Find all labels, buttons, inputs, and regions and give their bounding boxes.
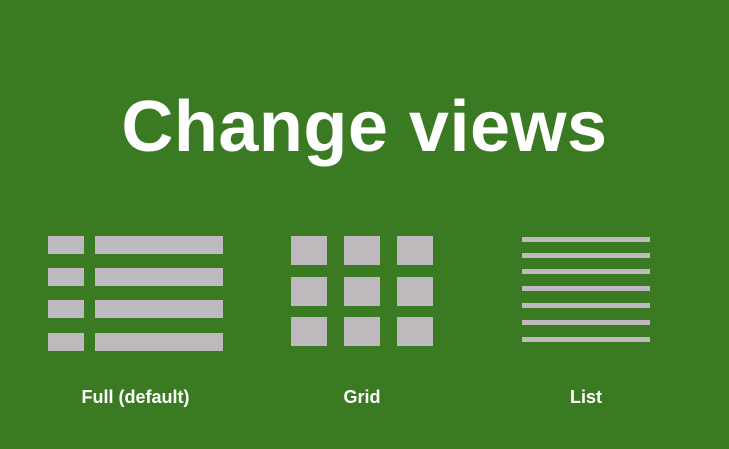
view-label-list: List [569, 387, 602, 407]
list-view-line [522, 237, 650, 242]
grid-view-tile [344, 277, 380, 306]
list-view-line [522, 337, 650, 342]
full-view-row-bar [95, 236, 223, 254]
view-option-grid[interactable]: Grid [291, 230, 433, 420]
view-label-grid: Grid [343, 387, 381, 407]
list-view-line [522, 286, 650, 291]
full-view-row-bar [95, 268, 223, 286]
page-title: Change views [121, 87, 608, 167]
grid-view-tile [397, 236, 433, 265]
view-option-full[interactable]: Full (default) [48, 230, 223, 420]
grid-view-tile [291, 277, 327, 306]
list-view-line [522, 253, 650, 258]
list-view-line [522, 269, 650, 274]
full-view-row-thumb [48, 333, 84, 351]
full-view-row-bar [95, 333, 223, 351]
full-view-row-thumb [48, 300, 84, 318]
list-view-line [522, 320, 650, 325]
grid-view-tile [291, 236, 327, 265]
grid-view-tile [397, 317, 433, 346]
list-view-line [522, 303, 650, 308]
grid-view-tile [344, 317, 380, 346]
full-view-row-thumb [48, 268, 84, 286]
full-view-row-thumb [48, 236, 84, 254]
grid-view-tile [344, 236, 380, 265]
full-view-row-bar [95, 300, 223, 318]
grid-view-tile [291, 317, 327, 346]
view-option-list[interactable]: List [522, 230, 650, 420]
view-label-full: Full (default) [81, 387, 190, 407]
grid-view-tile [397, 277, 433, 306]
